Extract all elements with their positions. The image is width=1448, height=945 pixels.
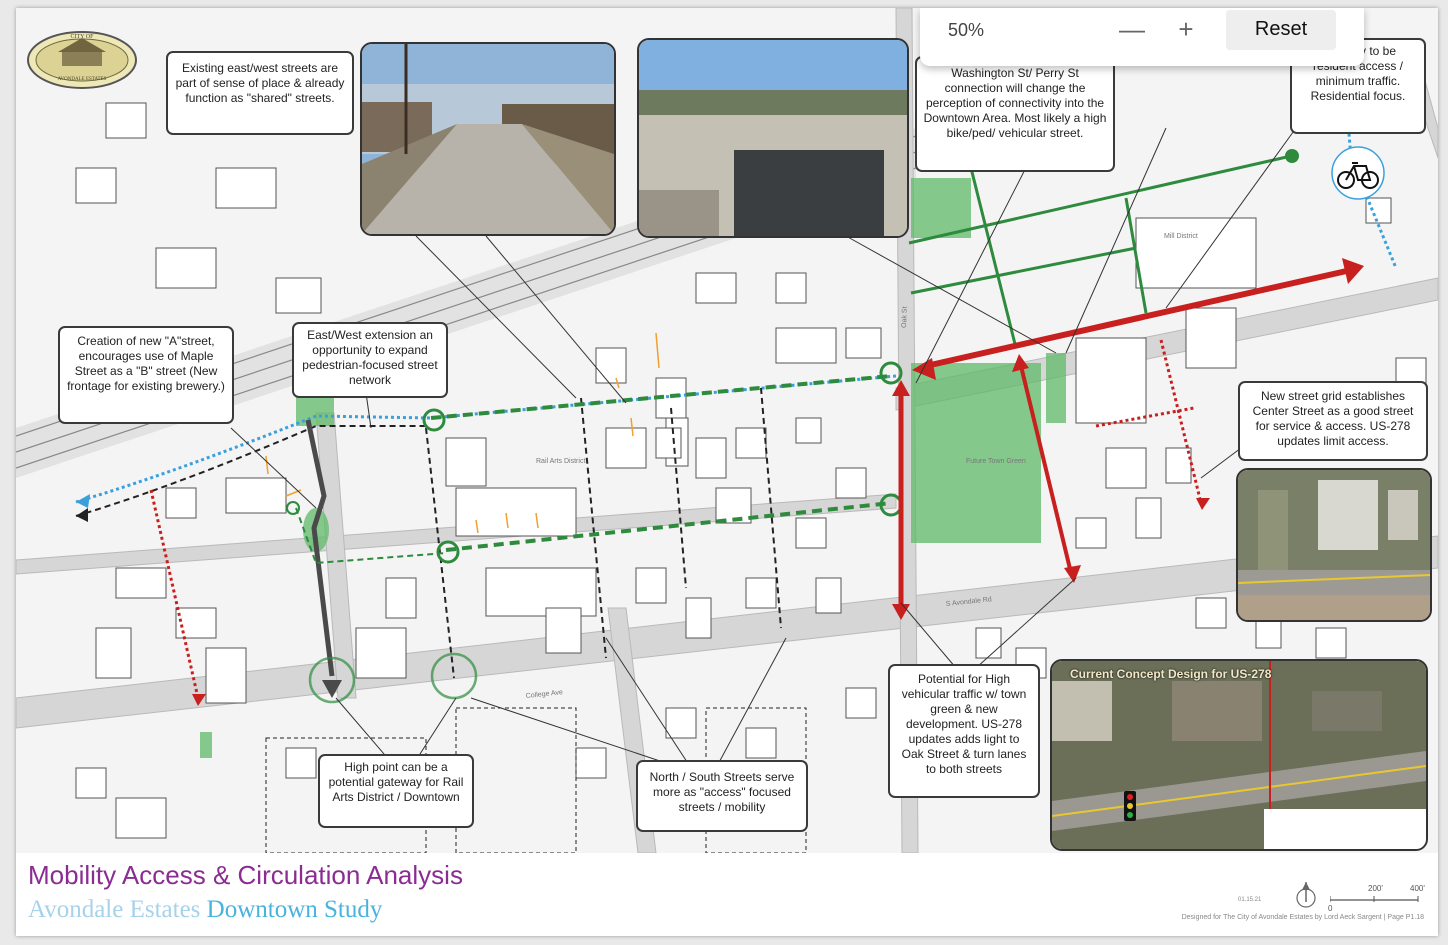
bicycle-icon: [1331, 146, 1385, 200]
map-labels: Mill District Rail Arts District Future …: [525, 233, 1197, 700]
callout-east-west-streets: Existing east/west streets are part of s…: [166, 51, 354, 135]
label-college-ave: College Ave: [525, 689, 563, 700]
callout-high-point: High point can be a potential gateway fo…: [318, 754, 474, 828]
callout-oak-street: Potential for High vehicular traffic w/ …: [888, 664, 1040, 798]
callout-washington-perry: Washington St/ Perry St connection will …: [915, 56, 1115, 172]
callout-north-south: North / South Streets serve more as "acc…: [636, 760, 808, 832]
street-photo-left: [360, 42, 616, 236]
zoom-toolbar: 50% — + Reset: [920, 8, 1364, 66]
vacant-lot-photo: [637, 38, 909, 238]
red-routes: [149, 258, 1364, 706]
gateway-arrow: [305, 419, 342, 698]
north-arrow-icon: [1296, 882, 1316, 908]
concept-design-label: Current Concept Design for US-278: [1070, 667, 1272, 681]
scale-bar: [1330, 896, 1419, 902]
logo-bottom-text: AVONDALE ESTATES: [58, 77, 107, 82]
footer-credit: Designed for The City of Avondale Estate…: [1181, 914, 1424, 921]
aerial-inset-us278-concept: Current Concept Design for US-278: [1050, 659, 1428, 851]
label-rail-arts-district: Rail Arts District: [536, 458, 585, 465]
label-avondale-rd: S Avondale Rd: [945, 596, 992, 608]
building-footprints: [75, 102, 1427, 839]
subtitle-part-2: Downtown Study: [206, 896, 383, 923]
scale-label-200: 200': [1368, 884, 1383, 893]
callout-new-a-street: Creation of new "A"street, encourages us…: [58, 326, 234, 424]
footer-date: 01.15.21: [1238, 897, 1262, 903]
callout-east-west-extension: East/West extension an opportunity to ex…: [292, 322, 448, 398]
label-oak-st: Oak St: [901, 306, 909, 328]
green-routes: [286, 149, 1299, 704]
page-subtitle: Avondale Estates Downtown Study: [28, 896, 382, 924]
scale-label-400: 400': [1410, 884, 1425, 893]
callout-resident-access: ost likely to be resident access / minim…: [1290, 38, 1426, 134]
zoom-out-button[interactable]: —: [1119, 14, 1145, 44]
aerial-inset-center-street: [1236, 468, 1432, 622]
page-title: Mobility Access & Circulation Analysis: [28, 860, 463, 890]
future-town-green: [200, 178, 1066, 758]
callout-center-street: New street grid establishes Center Stree…: [1238, 381, 1428, 461]
traffic-light-icon: [1124, 791, 1136, 821]
city-logo: CITY OF AVONDALE ESTATES: [27, 31, 137, 89]
zoom-in-button[interactable]: +: [1178, 14, 1194, 44]
label-mill-district: Mill District: [1164, 233, 1198, 240]
reset-zoom-button[interactable]: Reset: [1226, 10, 1336, 50]
logo-top-text: CITY OF: [71, 34, 95, 40]
label-future-town-green: Future Town Green: [966, 458, 1026, 465]
subtitle-part-1: Avondale Estates: [28, 896, 201, 923]
zoom-level-indicator: 50%: [948, 20, 985, 40]
map-page: Mill District Rail Arts District Future …: [16, 8, 1438, 936]
scale-label-0: 0: [1328, 904, 1333, 913]
